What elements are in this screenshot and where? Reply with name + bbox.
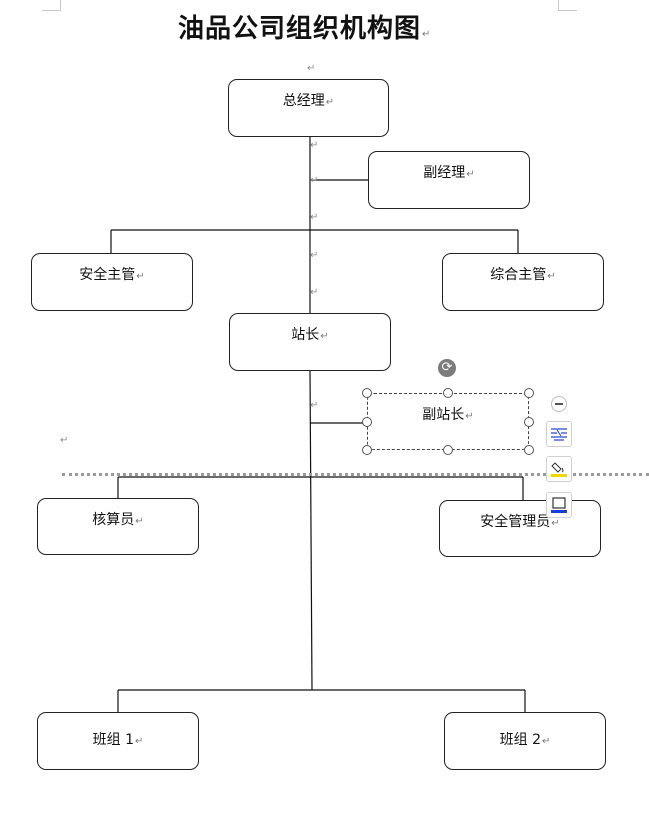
node-deputy-station-master[interactable]: 副站长↵ (367, 393, 529, 450)
layout-options-button[interactable] (546, 421, 572, 447)
page-corner-mark-right (558, 0, 577, 11)
page-corner-mark-left (42, 0, 61, 11)
node-team2[interactable]: 班组 2↵ (444, 712, 606, 770)
node-station-master[interactable]: 站长↵ (229, 313, 391, 371)
paragraph-mark: ↵ (422, 29, 432, 40)
node-deputy-manager[interactable]: 副经理↵ (368, 151, 530, 209)
node-general-supervisor[interactable]: 综合主管↵ (442, 253, 604, 311)
document-title[interactable]: 油品公司组织机构图↵ (178, 14, 432, 44)
node-safety-supervisor[interactable]: 安全主管↵ (31, 253, 193, 311)
shape-outline-button[interactable] (546, 492, 572, 518)
resize-handle-sw[interactable] (362, 445, 372, 455)
rotate-icon[interactable]: ⟳ (438, 359, 456, 377)
paragraph-mark: ↵ (310, 212, 319, 223)
layout-options-icon (551, 428, 567, 441)
paragraph-mark: ↵ (310, 400, 319, 411)
paragraph-mark: ↵ (307, 63, 316, 74)
resize-handle-e[interactable] (524, 417, 534, 427)
shape-fill-icon (551, 462, 567, 477)
node-accountant[interactable]: 核算员↵ (37, 498, 199, 555)
node-team1[interactable]: 班组 1↵ (37, 712, 199, 770)
resize-handle-n[interactable] (443, 388, 453, 398)
paragraph-mark: ↵ (310, 175, 319, 186)
resize-handle-s[interactable] (443, 445, 453, 455)
resize-handle-w[interactable] (362, 417, 372, 427)
resize-handle-nw[interactable] (362, 388, 372, 398)
shape-fill-button[interactable] (546, 456, 572, 482)
shape-outline-icon (551, 497, 567, 513)
paragraph-mark: ↵ (310, 250, 319, 261)
node-general-manager[interactable]: 总经理↵ (228, 79, 389, 137)
resize-handle-se[interactable] (524, 445, 534, 455)
dotted-separator (62, 473, 649, 476)
paragraph-mark: ↵ (310, 287, 319, 298)
paragraph-mark: ↵ (60, 435, 69, 446)
paragraph-mark: ↵ (310, 140, 319, 151)
connector-trunk-bottom (309, 369, 313, 691)
minus-circle-icon[interactable] (551, 396, 567, 412)
resize-handle-ne[interactable] (524, 388, 534, 398)
node-safety-officer[interactable]: 安全管理员↵ (439, 500, 601, 557)
